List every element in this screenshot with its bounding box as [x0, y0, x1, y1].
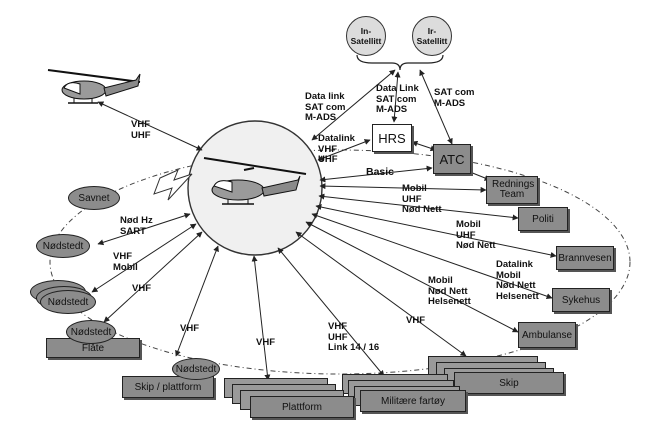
hub-helicopter-icon: [203, 157, 307, 205]
link-hub-flate: [103, 231, 203, 323]
nodstedt-skip-oval: Nødstedt: [172, 358, 220, 380]
plattform-node: Plattform: [250, 396, 354, 418]
in-satellite-node: In- Satellitt: [346, 16, 386, 56]
label-nod-hz-sart: Nød Hz SART: [120, 215, 153, 237]
label-plattform-link: VHF: [256, 337, 275, 348]
ir-satellite-node: Ir- Satellitt: [412, 16, 452, 56]
politi-node: Politi: [518, 207, 568, 231]
ambulanse-node: Ambulanse: [518, 322, 576, 348]
militaere-fartoy-node: Militære fartøy: [360, 390, 466, 412]
link-atc-satellite: [419, 69, 453, 145]
label-sat-mads: SAT com M-ADS: [434, 87, 475, 109]
link-hub-nodstedt-1: [97, 212, 191, 246]
label-flate-link: VHF: [132, 283, 151, 294]
label-skip-plattform-link: VHF: [180, 323, 199, 334]
rednings-team-node: Rednings Team: [486, 176, 538, 204]
label-ambulanse-link: Mobil Nød Nett Helsenett: [428, 275, 471, 307]
link-hub-plattform: [251, 255, 271, 381]
satellite-brace: [356, 54, 444, 71]
nodstedt-oval-2: Nødstedt: [40, 290, 96, 314]
label-heli-vhf-uhf: VHF UHF: [131, 119, 151, 141]
link-hub-rednings: [319, 183, 487, 193]
brannvesen-node: Brannvesen: [556, 246, 614, 270]
label-militaere-link: VHF UHF Link 14 / 16: [328, 321, 380, 353]
link-hub-militaere: [277, 247, 385, 377]
label-datalink-sat-mads: Data link SAT com M-ADS: [305, 91, 346, 123]
nodstedt-flate-oval: Nødstedt: [66, 320, 116, 344]
label-datalink-sat-mads-mid: Data Link SAT com M-ADS: [376, 83, 419, 115]
label-brannvesen-link: Datalink Mobil Nød Nett Helsenett: [496, 259, 539, 302]
lightning-bolt: [153, 169, 193, 201]
label-politi-link: Mobil UHF Nød Nett: [456, 219, 496, 251]
label-datalink-vhf-uhf: Datalink VHF UHF: [318, 133, 355, 165]
link-hrs-atc: [411, 140, 437, 152]
label-rednings-link: Mobil UHF Nød Nett: [402, 183, 442, 215]
sykehus-node: Sykehus: [552, 288, 610, 312]
top-helicopter-icon: [47, 69, 141, 104]
hrs-node: HRS: [372, 124, 412, 152]
in-satellite-line1: In-: [360, 26, 372, 36]
nodstedt-oval-1: Nødstedt: [36, 234, 90, 258]
link-hub-skip-plattform: [175, 245, 219, 357]
label-skip-link: VHF: [406, 315, 425, 326]
skip-plattform-node: Skip / plattform: [122, 376, 214, 398]
link-hub-hrs: [317, 139, 371, 161]
ir-satellite-line2: Satellitt: [416, 36, 448, 46]
link-hub-atc: [319, 165, 433, 183]
link-hub-satellite: [311, 69, 396, 141]
outer-ring: [49, 149, 631, 375]
rednings-team-label: Rednings Team: [492, 179, 535, 200]
label-basic: Basic: [366, 166, 395, 178]
link-heli-hub: [97, 101, 203, 151]
ir-satellite-line1: Ir-: [427, 26, 437, 36]
atc-node: ATC: [433, 144, 471, 174]
savnet-oval: Savnet: [68, 186, 120, 210]
skip-node: Skip: [454, 372, 564, 394]
link-hrs-satellite: [391, 71, 401, 123]
in-satellite-line2: Satellitt: [350, 36, 382, 46]
label-nodstedt-mobil-link: VHF Mobil: [113, 251, 138, 273]
